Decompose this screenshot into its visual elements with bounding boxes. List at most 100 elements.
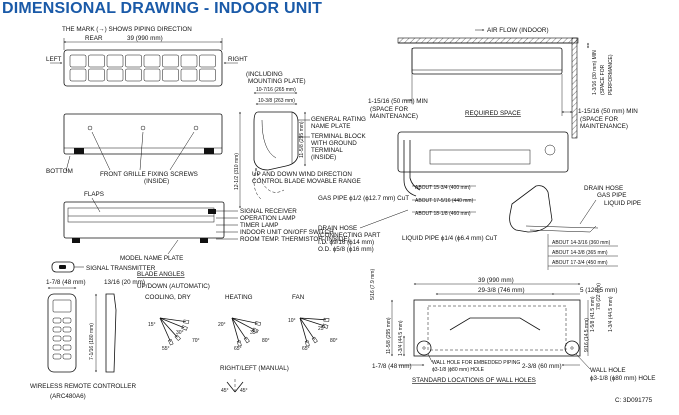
up-down-label: UP AND DOWN WIND DIRECTION [252,171,352,178]
drain-hose-2: (CONNECTING PART [318,232,381,239]
cooling-dry-label: COOLING, DRY [145,294,192,301]
model-name-label: MODEL NAME PLATE [120,255,183,262]
remote-button [62,326,72,333]
blade-tip [254,321,261,326]
top-grille [69,54,216,82]
remote-button [52,353,62,360]
wall-hole-1: WALL HOLE [590,367,626,374]
remote-button [62,353,72,360]
wall-hole-embed-1: WALL HOLE FOR EMBEDDED PIPING [432,360,520,366]
front-grille-label: FRONT GRILLE FIXING SCREWS [100,171,198,178]
blade-line [231,317,240,344]
flaps-label: FLAPS [84,191,104,198]
liquid-pipe-size: LIQUID PIPE ϕ1/4 (ϕ6.4 mm) CuT [402,235,497,242]
about-440: ABOUT 17-5/16 (440 mm) [415,198,474,204]
blade-line [159,317,185,329]
remote-button [62,317,72,324]
wall-1-34: 1-3/4 (44.5 mm) [608,296,614,332]
remote-width: 1-7/8 (48 mm) [46,279,86,286]
piping-rear-view: ABOUT 15-3/4 (400 mm) ABOUT 17-5/16 (440… [318,131,569,253]
rear-label: REAR [85,35,103,42]
grille-cell [69,54,87,68]
blade-angle-group: 10°25°65°80° [288,317,338,352]
wall-5: 5 (126.5 mm) [580,287,617,294]
remote-controller-diagram: SIGNAL TRANSMITTER 1-7/8 (48 mm) 13/16 (… [30,261,156,400]
remote-depth: 13/16 (20 mm) [104,279,145,286]
manual-angle-left: 45° [221,388,229,394]
blade-line [159,317,171,342]
page-title: DIMENSIONAL DRAWING - INDOOR UNIT [2,0,323,17]
grille-cell [106,68,124,82]
heating-label: HEATING [225,294,253,301]
grille-cell [199,54,216,68]
remote-button [52,344,62,351]
blade-angle-label: 80° [262,338,270,344]
bottom-label: BOTTOM [46,168,73,175]
dim-265: 10-7/16 (265 mm) [256,87,296,93]
blade-line [299,317,325,327]
blade-line [299,317,308,344]
piping-side-view: DRAIN HOSE GAS PIPE LIQUID PIPE ABOUT 14… [509,185,641,270]
right-left-manual-label: RIGHT/LEFT (MANUAL) [220,365,289,372]
blade-angles-diagram: BLADE ANGLES UP/DOWN (AUTOMATIC) COOLING… [137,271,338,394]
grille-cell [180,68,198,82]
blade-tip [322,323,329,329]
wall-916: 9/16 (14.5 mm) [584,318,590,352]
terminal-line2: WITH GROUND [311,140,357,147]
about-365: ABOUT 14-3/8 (365 mm) [552,250,608,256]
drain-hose-4: O.D. ϕ5/8 (ϕ16 mm) [318,246,374,253]
remote-button [52,326,62,333]
grille-cell [143,68,161,82]
required-space-label: REQUIRED SPACE [465,110,521,117]
remote-button [52,335,62,342]
side-view-unit: (INCLUDING MOUNTING PLATE) 10-7/16 (265 … [234,71,367,209]
about-460: ABOUT 18-1/8 (460 mm) [415,211,471,217]
blade-line [159,317,178,338]
space-maint-a1: (SPACE FOR [370,106,408,113]
control-blade-label: CONTROL BLADE MOVABLE RANGE [252,178,361,185]
updown-auto-label: UP/DOWN (AUTOMATIC) [137,283,210,290]
room-temp-label: ROOM TEMP. THERMISTOR (INSIDE) [240,236,350,243]
blade-line [231,317,256,331]
remote-label: WIRELESS REMOTE CONTROLLER [30,383,136,390]
fan-label: FAN [292,294,305,301]
blade-angle-label: 35° [250,330,258,336]
grille-cell [69,68,87,82]
grille-cell [180,54,198,68]
manual-angle-right: 45° [240,388,248,394]
blade-tip [181,325,188,331]
operation-lamp-label: OPERATION LAMP [240,215,296,222]
general-rating-line1: GENERAL RATING [311,116,366,123]
about-360: ABOUT 14-3/16 (360 mm) [552,240,611,246]
dim-295: 11-5/8 (295 mm) [299,121,305,158]
blade-line [231,317,247,340]
wall-hole-2: ϕ3-1/8 (ϕ80 mm) HOLE [590,375,656,382]
blade-angle-label: 65° [234,346,242,352]
min50-a: 1-15/16 (50 mm) MIN [368,98,428,105]
gas-pipe-r: GAS PIPE [597,192,626,199]
blade-angle-label: 20° [218,322,226,328]
space-perf-1: (SPACE FOR [600,64,606,95]
right-label: RIGHT [228,56,248,63]
including-label: (INCLUDING [246,71,283,78]
mark-note: THE MARK (→) SHOWS PIPING DIRECTION [62,26,192,33]
wall-516: 5/16 (7.9 mm) [370,269,376,300]
wall-158: 1-5/8 (41.5 mm) [590,296,596,332]
grille-cell [143,54,161,68]
wall-hole-locations: 39 (990 mm) 29-3/8 (746 mm) 5 (126.5 mm)… [370,269,656,384]
terminal-line1: TERMINAL BLOCK [311,133,367,140]
timer-lamp-label: TIMER LAMP [240,222,279,229]
about-450: ABOUT 17-3/4 (450 mm) [552,260,608,266]
onoff-switch-label: INDOOR UNIT ON/OFF SWITCH [240,229,334,236]
blade-tip [183,319,190,324]
front-view-unit: FLAPS SIGNAL RECEIVER OPERATION LAMP TIM… [63,191,350,262]
about-400: ABOUT 15-3/4 (400 mm) [415,185,471,191]
air-flow-label: AIR FLOW (INDOOR) [487,27,549,34]
blade-angles-title: BLADE ANGLES [137,271,185,278]
blade-angle-label: 10° [288,318,296,324]
blade-tip [323,317,330,322]
wall-width: 39 (990 mm) [478,277,514,284]
general-rating-line2: NAME PLATE [311,123,350,130]
blade-tip [243,336,250,344]
